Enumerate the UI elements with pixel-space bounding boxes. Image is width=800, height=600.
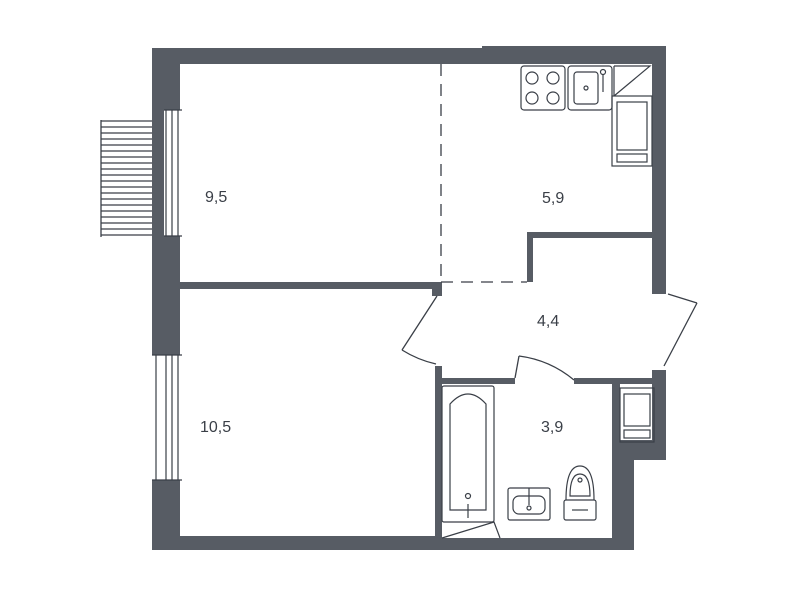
hall-area: 4,4 xyxy=(537,313,559,330)
balcony-railing xyxy=(100,120,152,237)
interior-walls xyxy=(180,232,654,538)
washbasin-icon xyxy=(507,487,551,521)
bath-corner xyxy=(441,521,501,539)
bathtub-icon xyxy=(441,385,495,523)
bathroom-area: 3,9 xyxy=(541,419,563,436)
wall-stub-center xyxy=(432,282,442,296)
room-bottom-area: 10,5 xyxy=(200,419,231,436)
wall-bottom-left xyxy=(152,536,438,550)
window-upper xyxy=(164,109,182,237)
wall-kitchen-hall-v xyxy=(527,232,533,282)
stove-icon xyxy=(520,65,566,111)
wall-top-left xyxy=(152,48,482,64)
washing-machine-icon xyxy=(619,387,655,443)
outer-walls xyxy=(152,46,666,550)
fridge-icon xyxy=(611,95,653,167)
kitchen-corner xyxy=(613,65,652,97)
wall-kitchen-hall-h xyxy=(527,232,654,238)
wall-right-upper xyxy=(652,46,666,294)
toilet-icon xyxy=(563,465,597,521)
sink-icon xyxy=(567,65,613,111)
kitchen-area: 5,9 xyxy=(542,190,564,207)
room-top-area: 9,5 xyxy=(205,189,227,206)
wall-bottom-right xyxy=(438,538,634,550)
door-swing xyxy=(401,293,698,381)
wall-right-lower xyxy=(652,370,666,460)
wall-bath-top-left xyxy=(435,378,515,384)
wall-top-right xyxy=(482,46,666,64)
zone-divider xyxy=(440,64,527,283)
wall-bath-left xyxy=(435,366,442,538)
wall-bath-right xyxy=(612,384,620,538)
wall-right-bottom xyxy=(618,440,634,550)
window-lower xyxy=(152,354,182,481)
wall-between-rooms xyxy=(180,282,440,289)
wall-bath-top-right xyxy=(574,378,654,384)
